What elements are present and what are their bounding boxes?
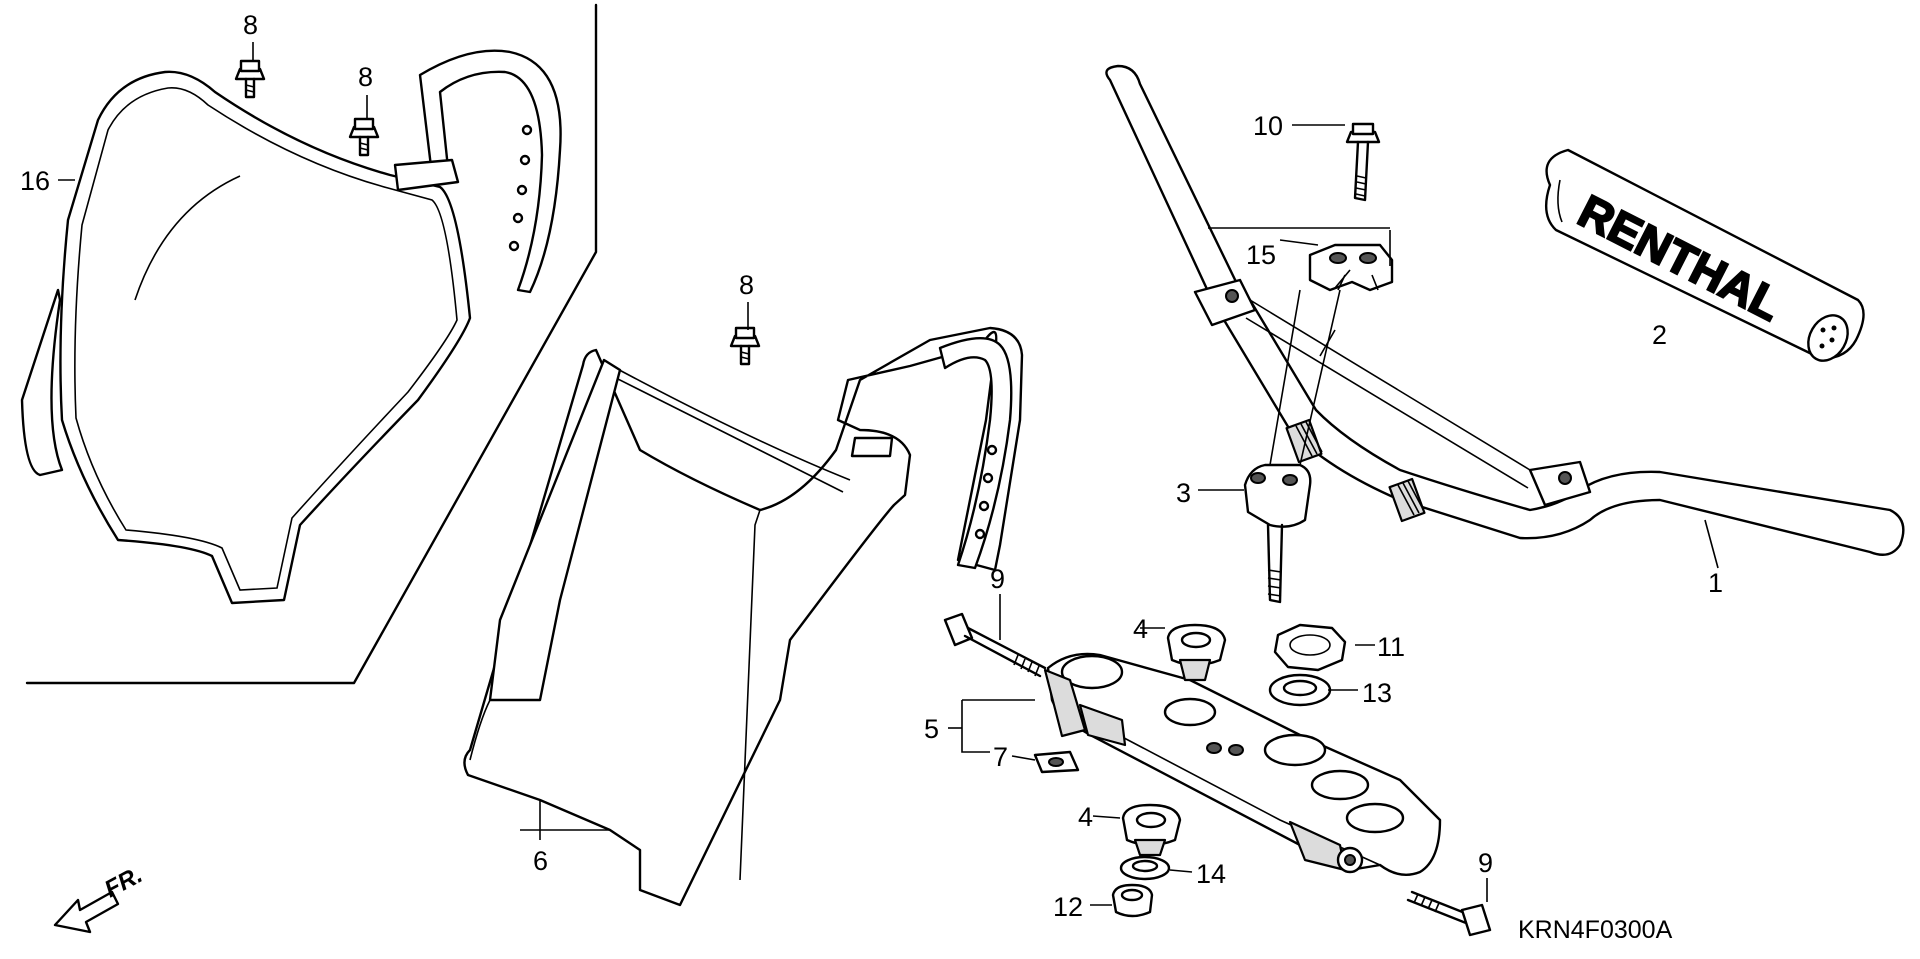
callout-8a: 8 (243, 10, 258, 40)
callout-7: 7 (993, 742, 1008, 772)
callout-16: 16 (20, 166, 50, 196)
hex-nut[interactable] (1273, 623, 1347, 672)
callout-15: 15 (1246, 240, 1276, 270)
callout-4a: 4 (1133, 614, 1148, 644)
callout-8b: 8 (358, 62, 373, 92)
washer-13[interactable] (1268, 673, 1332, 707)
bolt-8a[interactable] (234, 59, 266, 99)
callout-labels: 8 8 16 8 10 15 2 3 1 9 4 11 13 5 7 4 14 … (20, 10, 1723, 922)
bolt-8c[interactable] (729, 326, 761, 366)
cap-nut-4a[interactable] (1166, 623, 1227, 682)
leader-lines (58, 42, 1719, 906)
bolt-9b[interactable] (1406, 890, 1492, 937)
callout-14: 14 (1196, 859, 1226, 889)
callout-2: 2 (1652, 320, 1667, 350)
bolt-9a[interactable] (943, 612, 1047, 678)
callout-4b: 4 (1078, 802, 1093, 832)
nut-12[interactable] (1111, 883, 1154, 918)
top-bridge[interactable] (1043, 652, 1442, 876)
label-plate[interactable] (1033, 750, 1080, 774)
callout-10: 10 (1253, 111, 1283, 141)
bolt-10[interactable] (1345, 122, 1381, 202)
front-arrow-icon: FR. (53, 861, 147, 934)
callout-6: 6 (533, 846, 548, 876)
callout-5: 5 (924, 714, 939, 744)
renthal-grip[interactable]: RENTHAL (1544, 148, 1865, 368)
callout-3: 3 (1176, 478, 1191, 508)
washer-14[interactable] (1119, 855, 1171, 881)
upper-holder[interactable] (1308, 243, 1394, 292)
lower-holder[interactable] (1243, 289, 1341, 604)
callout-8c: 8 (739, 270, 754, 300)
callout-11: 11 (1377, 632, 1405, 662)
diagram-code: KRN4F0300A (1518, 916, 1673, 944)
callout-13: 13 (1362, 678, 1392, 708)
handlebar[interactable] (1105, 64, 1905, 556)
callout-9a: 9 (990, 564, 1005, 594)
inset-border (25, 3, 598, 685)
number-plate-main[interactable] (463, 326, 1024, 907)
callout-9b: 9 (1478, 848, 1493, 878)
cap-nut-4b[interactable] (1121, 803, 1182, 857)
callout-1: 1 (1708, 568, 1723, 598)
number-plate-inset[interactable] (20, 49, 562, 605)
callout-12: 12 (1053, 892, 1083, 922)
bolt-8b[interactable] (348, 117, 380, 157)
